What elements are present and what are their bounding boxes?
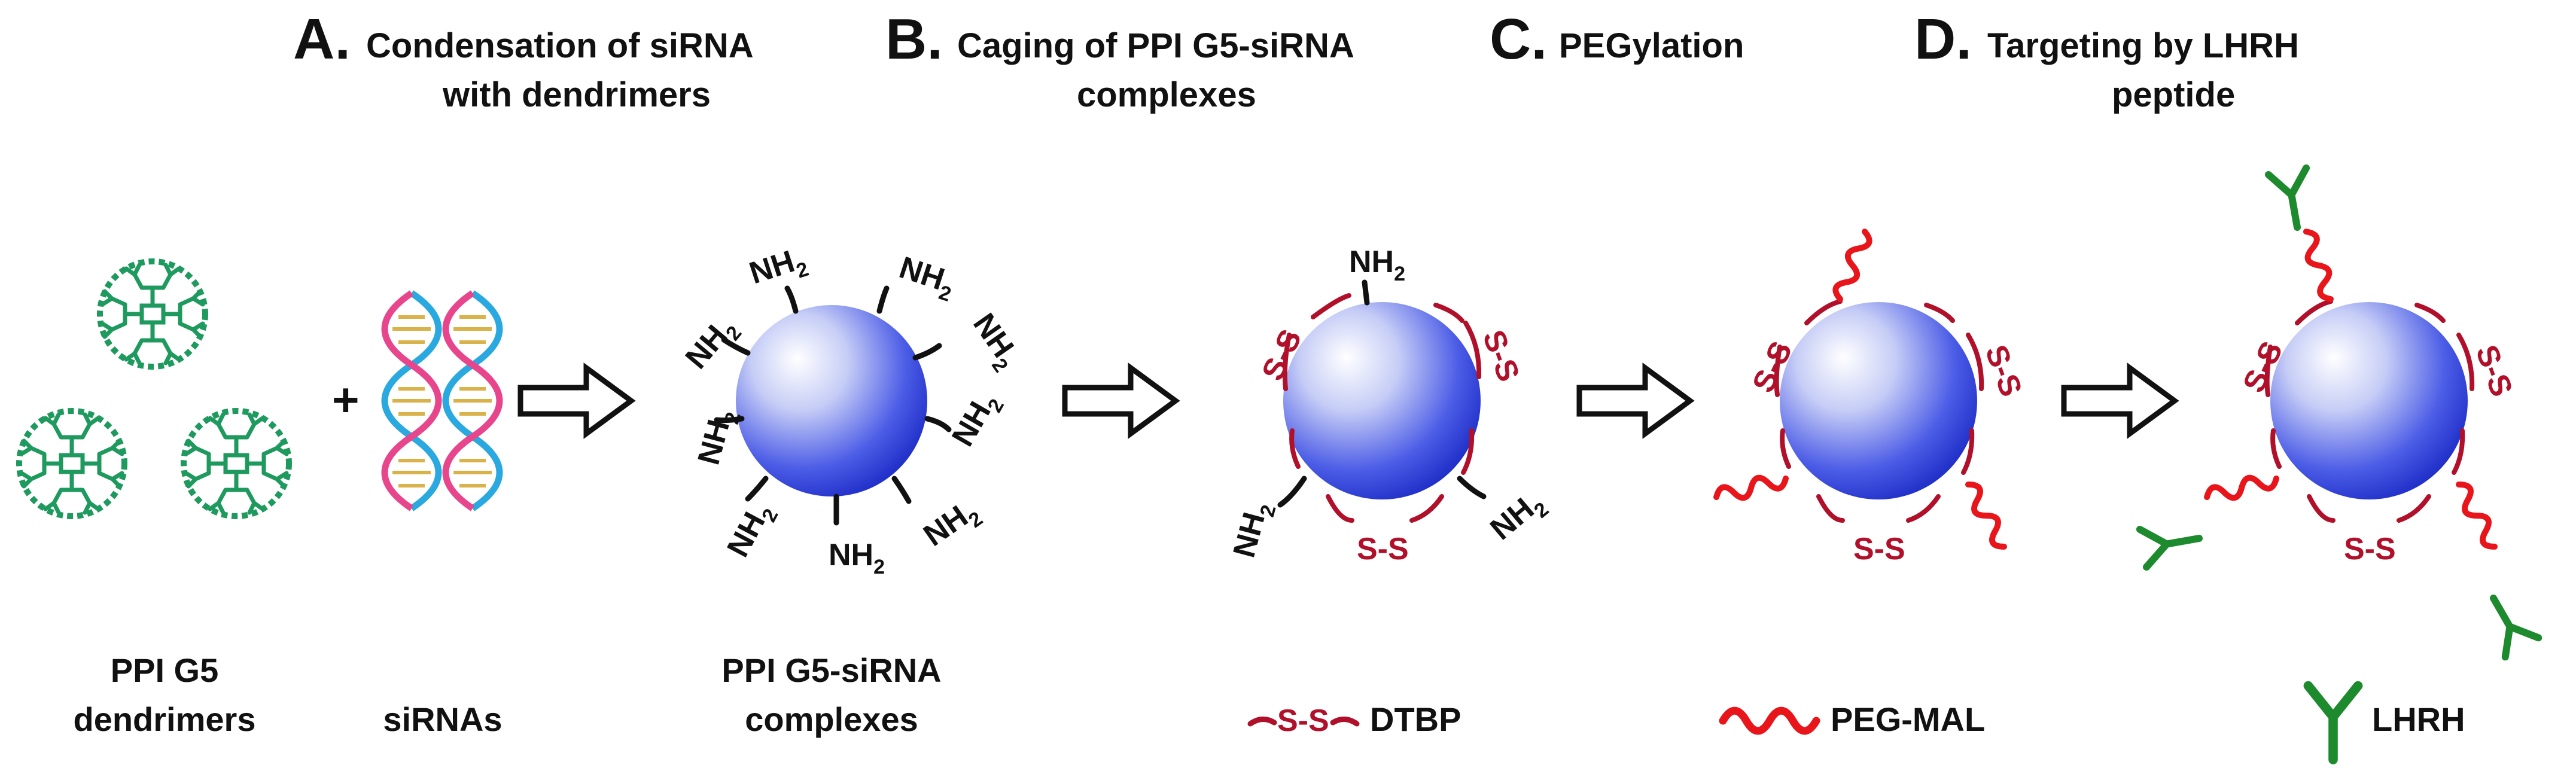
peg-chain-icon xyxy=(1962,481,2011,551)
nanoparticle-sphere xyxy=(2270,302,2468,499)
svg-text:complexes: complexes xyxy=(1077,75,1256,114)
disulfide-label: S-S xyxy=(1476,325,1526,386)
amine-label: NH2 xyxy=(720,496,782,565)
lhrh-peptide-icon xyxy=(2140,519,2203,567)
arrow-icon xyxy=(1579,368,1690,434)
dendrimer-icon xyxy=(100,261,205,367)
step-b-title: B. Caging of PPI G5-siRNA complexes xyxy=(885,7,1354,114)
svg-text:PPI G5: PPI G5 xyxy=(111,651,219,689)
peg-legend-label: PEG-MAL xyxy=(1831,700,1985,738)
svg-text:Caging of PPI G5-siRNA: Caging of PPI G5-siRNA xyxy=(957,26,1354,65)
disulfide-label: S-S xyxy=(2469,340,2519,401)
disulfide-label: S-S xyxy=(1357,532,1409,566)
peg-chain-icon xyxy=(2205,471,2279,504)
disulfide-label: S-S xyxy=(1853,532,1905,566)
dendrimers-label: PPI G5 dendrimers xyxy=(74,651,256,738)
plus-sign: + xyxy=(332,373,360,426)
lhrh-peptide-icon xyxy=(2308,686,2358,760)
peg-chain-icon xyxy=(1715,471,1788,504)
svg-text:B.: B. xyxy=(885,7,943,71)
amine-label: NH2 xyxy=(961,307,1027,377)
siRNA-complex: NH2 NH2 NH2 NH2 NH2 NH2 NH2 NH2 NH2 xyxy=(679,240,1027,578)
sirnas-label: siRNAs xyxy=(383,700,502,738)
legend-lhrh: LHRH xyxy=(2308,686,2465,760)
amine-label: NH2 xyxy=(1349,245,1405,285)
amine-label: NH2 xyxy=(829,538,885,578)
disulfide-label: S-S xyxy=(2344,532,2396,566)
amine-label: NH2 xyxy=(945,386,1009,455)
amine-label: NH2 xyxy=(893,250,959,306)
complexes-label: PPI G5-siRNA complexes xyxy=(721,651,941,738)
lhrh-legend-label: LHRH xyxy=(2372,700,2465,738)
svg-text:with dendrimers: with dendrimers xyxy=(442,75,711,114)
dtbp-legend-label: DTBP xyxy=(1370,700,1461,738)
svg-text:A.: A. xyxy=(293,7,351,71)
svg-text:PEGylation: PEGylation xyxy=(1559,26,1744,65)
arrow-icon xyxy=(2064,368,2175,434)
pegylated-complex: S-S S-S S-S xyxy=(1715,229,2029,566)
lhrh-peptide-icon xyxy=(2477,589,2538,657)
amine-label: NH2 xyxy=(1227,498,1281,562)
amine-label: NH2 xyxy=(1484,484,1553,551)
lhrh-peptide-icon xyxy=(2269,168,2316,231)
peg-chain-icon xyxy=(2299,229,2338,302)
svg-text:D.: D. xyxy=(1914,7,1972,71)
disulfide-label: S-S xyxy=(1978,340,2029,401)
amine-label: NH2 xyxy=(692,405,745,470)
step-c-title: C. PEGylation xyxy=(1490,7,1744,71)
caged-complex: S-S S-S S-S NH2 NH2 NH2 xyxy=(1227,245,1554,566)
svg-text:Targeting by LHRH: Targeting by LHRH xyxy=(1987,26,2299,65)
dendrimer-cluster xyxy=(19,261,289,516)
amine-label: NH2 xyxy=(918,492,987,558)
svg-text:S-S: S-S xyxy=(1277,703,1329,738)
svg-text:peptide: peptide xyxy=(2112,75,2235,114)
svg-text:dendrimers: dendrimers xyxy=(74,700,256,738)
peg-chain-icon xyxy=(1833,229,1872,302)
dendrimer-icon xyxy=(19,411,124,516)
svg-text:C.: C. xyxy=(1490,7,1547,71)
svg-text:Condensation of siRNA: Condensation of siRNA xyxy=(366,26,754,65)
legend-peg: PEG-MAL xyxy=(1723,700,1985,738)
dtbp-link-icon xyxy=(1247,717,1277,727)
sirna-pair xyxy=(385,293,500,508)
dendrimer-icon xyxy=(184,411,289,516)
arrow-icon xyxy=(520,368,631,434)
targeted-complex: S-S S-S S-S xyxy=(2140,168,2538,657)
legend-dtbp: S-S DTBP xyxy=(1247,700,1461,738)
svg-text:PPI G5-siRNA: PPI G5-siRNA xyxy=(721,651,941,689)
nanoparticle-sphere xyxy=(736,305,927,496)
svg-text:complexes: complexes xyxy=(745,700,918,738)
peg-chain-icon xyxy=(2452,481,2502,551)
arrow-icon xyxy=(1065,368,1176,434)
amine-label: NH2 xyxy=(745,240,811,297)
step-d-title: D. Targeting by LHRH peptide xyxy=(1914,7,2299,114)
sirna-helix-icon xyxy=(385,293,439,508)
nanoparticle-sphere xyxy=(1283,302,1481,499)
sirna-helix-icon xyxy=(446,293,500,508)
nanoparticle-sphere xyxy=(1780,302,1977,499)
step-a-title: A. Condensation of siRNA with dendrimers xyxy=(293,7,754,114)
peg-chain-icon xyxy=(1723,711,1816,731)
